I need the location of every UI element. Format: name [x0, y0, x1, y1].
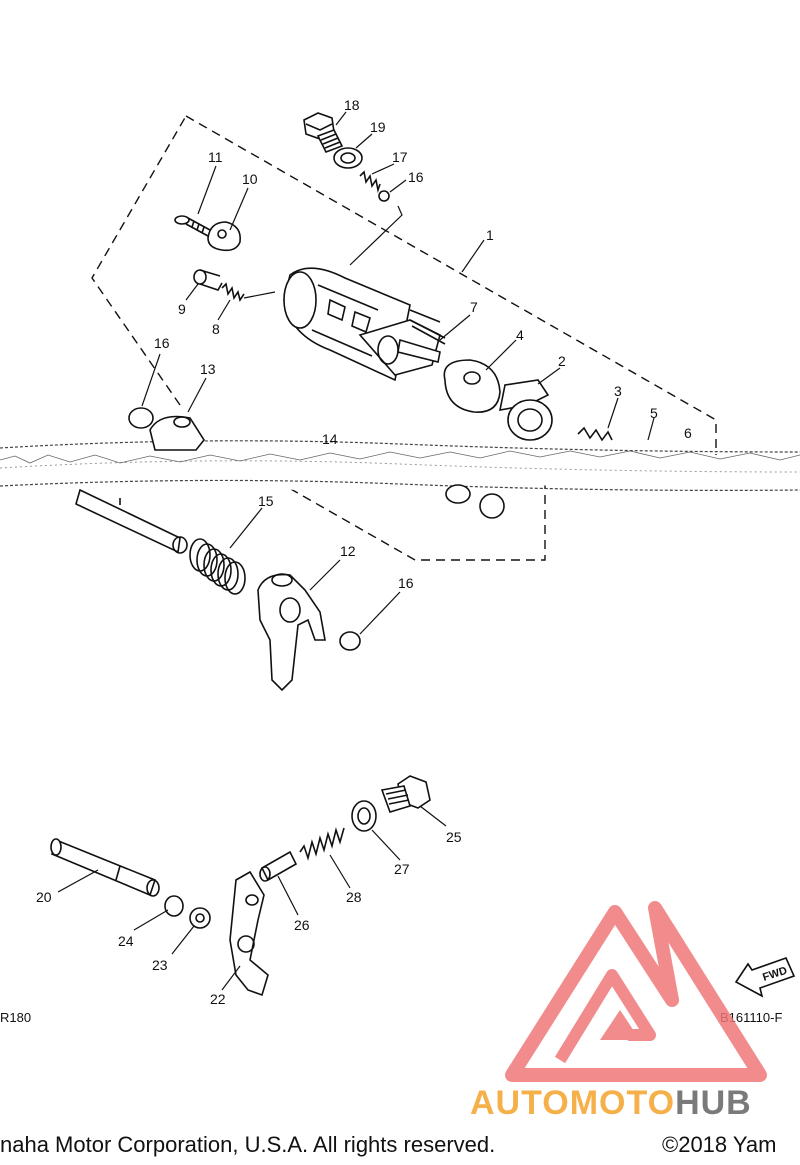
part-8-spring — [221, 282, 245, 302]
callout-13: 13 — [200, 361, 216, 377]
automotohub-wordmark: AUTOMOTOHUB — [470, 1084, 752, 1122]
assembly-boundary — [91, 115, 717, 561]
callout-20: 19 — [370, 119, 386, 135]
part-21-shaft — [50, 838, 160, 897]
part-20-washer — [333, 147, 363, 169]
brand-part-2: HUB — [675, 1084, 752, 1122]
part-15-spring — [189, 538, 246, 595]
part-1-shift-drum — [283, 267, 441, 382]
part-26-pin — [259, 850, 298, 882]
callout-2: 2 — [558, 353, 566, 369]
part-23-washer — [189, 907, 211, 929]
part-2-segment — [498, 379, 553, 441]
copyright-right: ©2018 Yam — [662, 1132, 776, 1157]
part-10-plate — [207, 221, 242, 252]
part-19-bolt — [303, 112, 344, 154]
part-12-fork — [257, 573, 326, 692]
part-ring-b — [479, 493, 505, 519]
copyright-left: naha Motor Corporation, U.S.A. All right… — [0, 1132, 495, 1157]
part-11-screw — [174, 215, 211, 237]
part-7-pin — [409, 319, 446, 345]
callout-1: 1 — [486, 227, 494, 243]
brand-part-1: AUTOMOTO — [470, 1084, 675, 1122]
callout-3: 3 — [614, 383, 622, 399]
callout-22: 22 — [210, 991, 226, 1007]
callout-6: 6 — [684, 425, 692, 441]
callout-24: 24 — [118, 933, 134, 949]
callout-12: 12 — [340, 543, 356, 559]
callout-18: 17 — [392, 149, 408, 165]
callout-28: 28 — [346, 889, 362, 905]
part-14-shaft — [75, 488, 188, 554]
part-13-fork — [149, 415, 205, 451]
callout-9: 9 — [178, 301, 186, 317]
part-24-circlip — [164, 895, 184, 917]
callout-4: 4 — [516, 327, 524, 343]
part-18-spring — [359, 170, 381, 194]
callout-15: 15 — [258, 493, 274, 509]
leader-lines — [57, 111, 655, 991]
callout-21: 20 — [36, 889, 52, 905]
callout-23: 23 — [152, 957, 168, 973]
automotohub-logo — [505, 901, 767, 1082]
callout-numbers: 18 19 17 16 11 10 9 8 1 7 4 2 3 5 6 16 1… — [36, 97, 692, 1007]
part-22-lever — [229, 870, 269, 997]
diagram-code-left: R180 — [0, 1010, 31, 1025]
part-27-washer — [351, 800, 377, 832]
part-16-circlip-upper — [128, 407, 154, 429]
part-9-pin — [193, 269, 223, 291]
part-17-ball — [378, 190, 390, 202]
callout-25: 25 — [446, 829, 462, 845]
callout-5: 5 — [650, 405, 658, 421]
callout-27: 27 — [394, 861, 410, 877]
part-3-spring — [577, 426, 613, 442]
fwd-arrow-icon: FWD — [734, 956, 796, 998]
part-16-circlip-lower — [339, 631, 361, 651]
diagram-code-right: B161110-F — [720, 1010, 782, 1025]
callout-26: 26 — [294, 917, 310, 933]
callout-14: 14 — [322, 431, 338, 447]
callout-11: 11 — [208, 149, 223, 165]
callout-7: 7 — [470, 299, 478, 315]
callout-8: 8 — [212, 321, 220, 337]
callout-19: 18 — [344, 97, 360, 113]
torn-strip — [0, 440, 800, 491]
callout-10: 10 — [242, 171, 258, 187]
part-28-spring — [299, 827, 345, 861]
part-4-plate — [443, 359, 501, 413]
callout-16-upper: 16 — [154, 335, 170, 351]
callout-17: 16 — [408, 169, 424, 185]
part-25-bolt — [380, 775, 431, 813]
part-ring-a — [445, 484, 471, 504]
callout-16-lower: 16 — [398, 575, 414, 591]
